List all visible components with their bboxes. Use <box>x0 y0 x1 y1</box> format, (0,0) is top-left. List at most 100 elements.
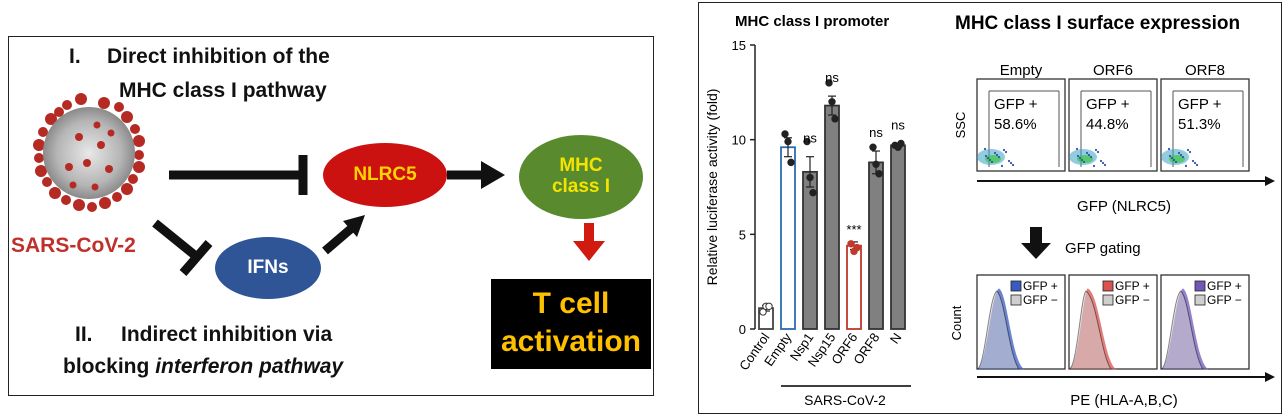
legend-swatch-pos <box>1102 280 1114 292</box>
arrow-mhc-to-tcell <box>573 223 605 261</box>
cell-dot <box>995 153 999 157</box>
y-tick-label: 15 <box>732 38 746 53</box>
legend-swatch-neg <box>1102 294 1114 306</box>
cell-dot <box>1000 164 1004 168</box>
inhibit-arrow-direct <box>169 155 308 195</box>
cell-dot <box>1168 154 1172 158</box>
cell-population-core <box>985 155 1001 163</box>
legend-gfp-neg: GFP − <box>1023 293 1058 307</box>
gfp-axis-arrowhead <box>1265 176 1275 186</box>
legend-swatch-pos <box>1010 280 1022 292</box>
cell-dot <box>1080 158 1084 162</box>
gate-percent: 44.8% <box>1086 116 1129 133</box>
data-point <box>847 240 855 248</box>
cell-dot <box>1172 158 1176 162</box>
histogram-gfp-neg <box>1160 290 1204 370</box>
bar-nsp15 <box>824 104 840 330</box>
cell-dot <box>1078 156 1082 160</box>
group-label: SARS-CoV-2 <box>804 392 886 408</box>
node-mhc-class-i: MHC class I <box>519 135 643 219</box>
cell-dot <box>993 151 997 155</box>
count-axis-label: Count <box>949 305 964 340</box>
cell-population-core <box>1169 155 1185 163</box>
cell-dot <box>1184 164 1188 168</box>
cell-dot <box>1089 155 1093 159</box>
cell-dot <box>1007 159 1011 163</box>
data-point <box>875 170 883 178</box>
data-point <box>869 143 877 151</box>
data-point <box>872 160 880 168</box>
pe-axis-label: PE (HLA-A,B,C) <box>1070 392 1178 409</box>
cell-dot <box>1075 147 1079 151</box>
legend-swatch-neg <box>1010 294 1022 306</box>
cell-dot <box>1087 153 1091 157</box>
gate-percent: 51.3% <box>1178 116 1221 133</box>
legend-gfp-pos: GFP + <box>1207 279 1242 293</box>
gate-label: GFP + <box>1178 96 1222 113</box>
legend-gfp-neg: GFP − <box>1207 293 1242 307</box>
arrow-ifns-to-nlrc5 <box>322 215 365 255</box>
gate-label: GFP + <box>994 96 1038 113</box>
cell-dot <box>1195 163 1199 167</box>
gate-label: GFP + <box>1086 96 1130 113</box>
heading1-line2: MHC class I pathway <box>119 79 327 102</box>
pe-axis-arrowhead <box>1265 372 1275 382</box>
cell-dot <box>990 160 994 164</box>
data-point <box>828 98 836 106</box>
cell-dot <box>1096 150 1100 154</box>
y-axis-label: Relative luciferase activity (fold) <box>704 89 720 286</box>
significance-label: ns <box>891 117 905 132</box>
cell-dot <box>1188 150 1192 154</box>
cell-dot <box>986 156 990 160</box>
virus-label: SARS-CoV-2 <box>11 234 136 257</box>
ssc-axis-label: SSC <box>953 112 968 139</box>
cell-dot <box>1009 161 1013 165</box>
scatter-panel-title: ORF8 <box>1185 62 1225 79</box>
cell-dot <box>983 147 987 151</box>
bar-empty <box>780 146 796 330</box>
legend-swatch-neg <box>1194 294 1206 306</box>
significance-label: ns <box>803 131 817 146</box>
cell-dot <box>1094 148 1098 152</box>
y-tick-label: 0 <box>739 322 746 337</box>
gating-down-arrow <box>1021 227 1051 259</box>
histogram-gfp-neg <box>976 290 1020 370</box>
data-point <box>809 188 817 197</box>
significance-label: *** <box>846 222 861 237</box>
cell-dot <box>1082 160 1086 164</box>
node-ifns-label: IFNs <box>247 256 289 278</box>
cell-dot <box>1076 154 1080 158</box>
data-point <box>759 308 767 316</box>
data-point <box>765 302 773 310</box>
legend-gfp-pos: GFP + <box>1115 279 1150 293</box>
bar-orf6 <box>846 244 862 330</box>
data-point <box>787 158 795 167</box>
gate-percent: 58.6% <box>994 116 1037 133</box>
significance-label: ns <box>825 70 839 85</box>
cell-dot <box>1179 153 1183 157</box>
legend-gfp-neg: GFP − <box>1115 293 1150 307</box>
tcell-activation-box: T cell activation <box>491 279 651 369</box>
data-point <box>831 115 839 123</box>
node-mhc-line2: class I <box>551 176 611 197</box>
x-tick-label: N <box>887 330 905 346</box>
data-point <box>784 137 792 146</box>
significance-label: ns <box>869 125 883 140</box>
heading1-number: I. <box>69 45 81 68</box>
data-point <box>806 173 814 182</box>
flow-title: MHC class I surface expression <box>955 13 1241 34</box>
bar-chart-title: MHC class I promoter <box>735 13 890 30</box>
legend-swatch-pos <box>1194 280 1206 292</box>
data-point <box>803 137 811 146</box>
cell-dot <box>1085 151 1089 155</box>
cell-dot <box>1092 164 1096 168</box>
heading2-line1: Indirect inhibition via <box>121 323 333 346</box>
heading2-italic: interferon pathway <box>155 355 344 378</box>
arrow-nlrc5-to-mhc <box>447 161 505 189</box>
cell-dot <box>1002 148 1006 152</box>
y-tick-label: 5 <box>739 227 746 242</box>
data-point <box>825 79 833 87</box>
scatter-panel-title: Empty <box>1000 62 1043 79</box>
cell-dot <box>997 155 1001 159</box>
